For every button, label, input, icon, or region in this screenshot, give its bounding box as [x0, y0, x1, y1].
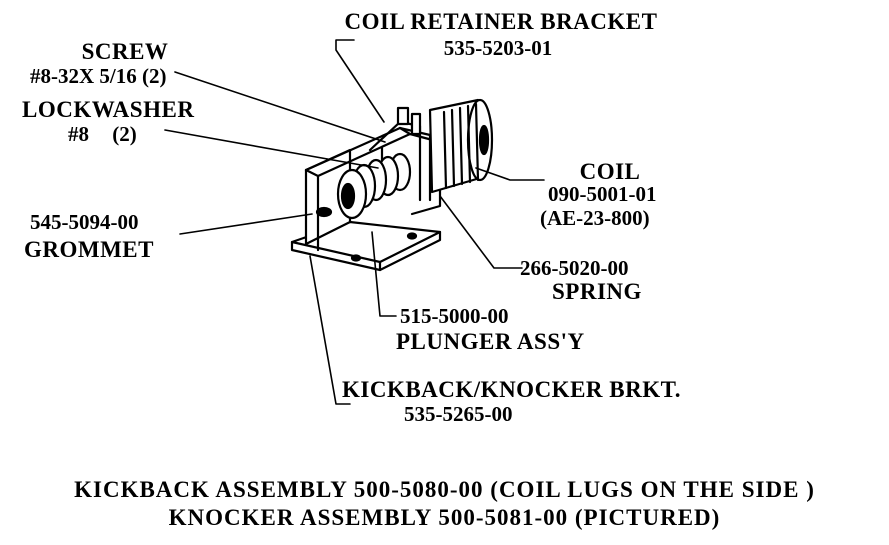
coil-retainer-bracket-part: 535-5203-01: [443, 36, 553, 60]
spring-part: 266-5020-00: [520, 256, 629, 280]
coil-body: [428, 98, 494, 194]
plunger-label: PLUNGER ASS'Y: [396, 329, 585, 354]
leader-lines: [164, 39, 545, 405]
grommet-part: 545-5094-00: [30, 210, 139, 234]
kickback-assembly-caption: KICKBACK ASSEMBLY 500-5080-00 (COIL LUGS…: [74, 477, 815, 502]
kickback-bracket-vertical-plate: [304, 148, 352, 252]
spring-and-plunger: [336, 152, 412, 220]
coil-retainer-bracket-label: COIL RETAINER BRACKET: [344, 9, 658, 34]
lockwasher-label: LOCKWASHER: [22, 97, 195, 122]
spring-label: SPRING: [552, 279, 642, 304]
grommet-label: GROMMET: [24, 237, 154, 262]
knocker-assembly-caption: KNOCKER ASSEMBLY 500-5081-00 (PICTURED): [168, 505, 721, 530]
coil-part: 090-5001-01: [548, 182, 657, 206]
screw-label: SCREW: [81, 39, 169, 64]
plunger-part: 515-5000-00: [400, 304, 509, 328]
coil-label: COIL: [579, 159, 641, 184]
coil-retainer-bracket: [368, 106, 422, 202]
lockwasher-spec: #8 (2): [68, 122, 137, 146]
kickback-bracket-part: 535-5265-00: [404, 402, 513, 426]
kickback-bracket-label: KICKBACK/KNOCKER BRKT.: [342, 377, 681, 402]
screw-spec: #8-32X 5/16 (2): [30, 64, 167, 88]
coil-alt-part: (AE-23-800): [540, 206, 650, 230]
